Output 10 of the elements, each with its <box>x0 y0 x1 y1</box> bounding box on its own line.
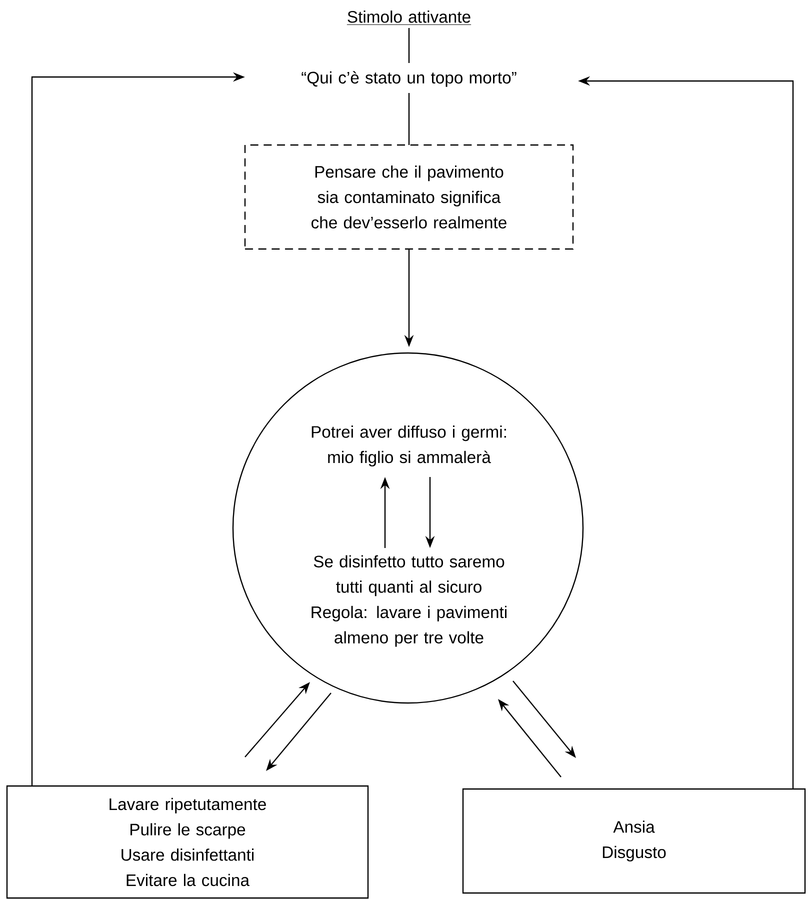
process-box: Ansia Disgusto <box>462 788 806 894</box>
connector-line <box>408 28 410 63</box>
connector-line <box>408 93 410 145</box>
quote-text: “Qui c’è stato un topo morto” <box>302 71 516 87</box>
process-box: Lavare ripetutamente Pulire le scarpe Usare disinfettanti Evitare la cucina <box>6 785 369 899</box>
circle <box>232 352 584 704</box>
circle-text: Se disinfetto tutto saremo tutti quanti al sicuro Regola: lavare i pavimenti almeno per tre volte <box>312 555 506 647</box>
heading-text: Stimolo attivante <box>346 10 472 25</box>
dashed-box: Pensare che il pavimento sia contaminato significa che dev’esserlo realmente <box>244 144 574 250</box>
circle-text: Potrei aver diffuso i germi: mio figlio si ammalerà <box>312 426 506 466</box>
